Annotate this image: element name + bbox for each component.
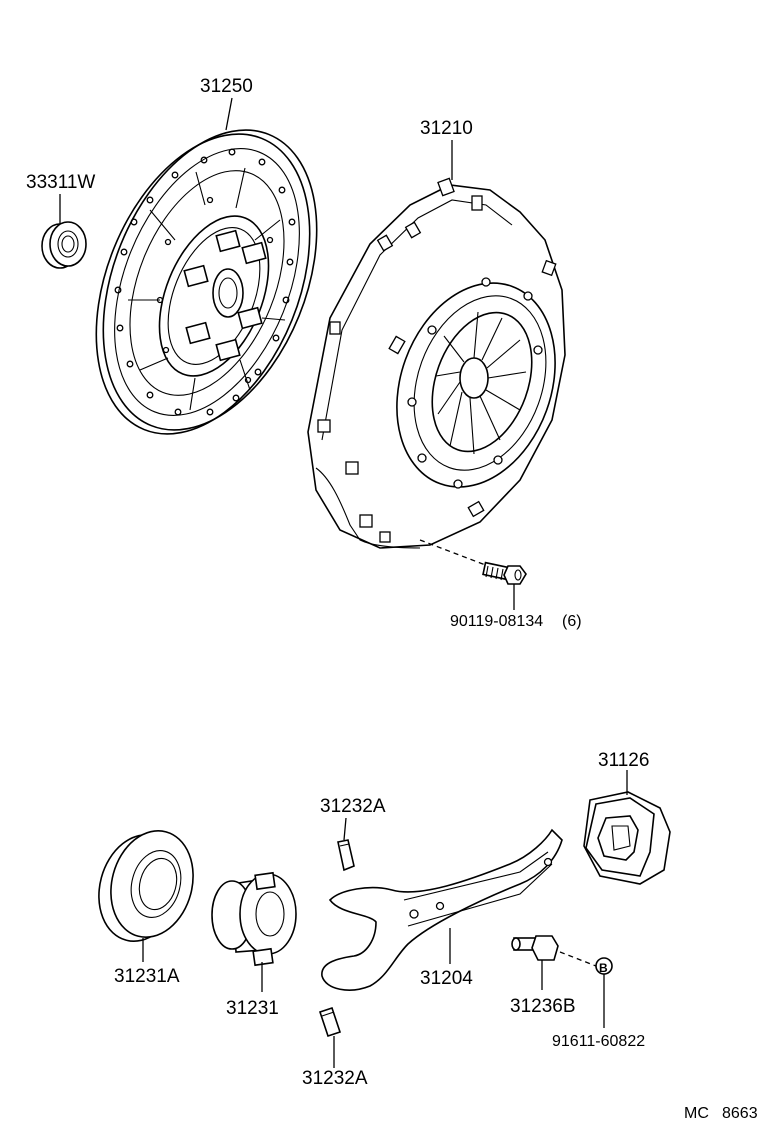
pivot-ball-drawing: [511, 935, 613, 975]
label-bolt-quantity: (6): [562, 613, 582, 630]
label-31231a: 31231A: [114, 966, 180, 987]
label-31236b: 31236B: [510, 996, 576, 1017]
label-31204: 31204: [420, 968, 473, 989]
label-91611-60822: 91611-60822: [552, 1033, 645, 1050]
bearing-cover-drawing: [583, 791, 671, 885]
bearing-hub-drawing: [211, 871, 297, 967]
label-31232a-upper: 31232A: [320, 796, 386, 817]
label-31210: 31210: [420, 118, 473, 139]
cover-bolt-drawing: [419, 539, 527, 585]
label-90119-08134: 90119-08134: [450, 613, 543, 630]
label-31126: 31126: [598, 750, 649, 771]
label-33311w: 33311W: [26, 172, 95, 193]
hub-clip-upper-drawing: [337, 839, 355, 872]
label-31250: 31250: [200, 76, 253, 97]
pivot-mark-letter: B: [599, 961, 608, 975]
pilot-bearing-drawing: [41, 221, 87, 269]
footer-code-right: 8663: [722, 1105, 758, 1122]
label-31232a-lower: 31232A: [302, 1068, 368, 1089]
label-31231: 31231: [226, 998, 279, 1019]
clutch-disc-drawing: [95, 129, 318, 435]
release-fork-drawing: [321, 828, 563, 991]
leader-lines: [59, 97, 628, 1068]
release-bearing-drawing: [98, 830, 194, 942]
hub-clip-lower-drawing: [318, 1006, 342, 1038]
footer-code-left: MC: [684, 1105, 709, 1122]
clutch-cover-drawing: [307, 177, 566, 549]
